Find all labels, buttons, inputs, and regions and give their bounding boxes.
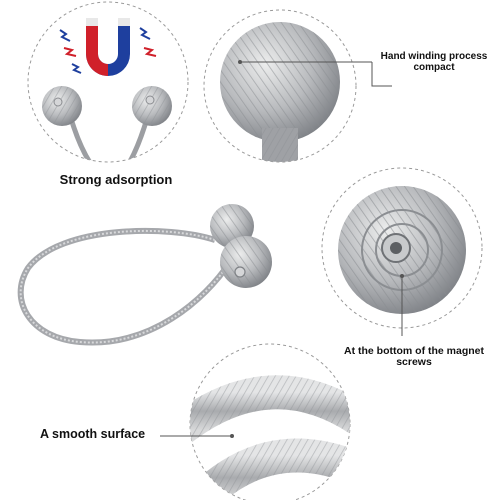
strong-adsorption-label: Strong adsorption (59, 172, 173, 187)
magnet-screw-label-line1: At the bottom of the magnet (344, 345, 484, 357)
strong-adsorption-panel (27, 1, 189, 163)
tieback-ball-front (220, 236, 272, 288)
lightning-zigzag-icon (59, 27, 157, 74)
hand-winding-label: Hand winding process compact (372, 51, 496, 73)
magnet-screw-label: At the bottom of the magnet screws (332, 345, 496, 369)
magnet-ball-right (132, 86, 172, 126)
curtain-tieback-product (17, 204, 272, 346)
dashed-circle-frame (27, 1, 189, 163)
smooth-surface-label: A smooth surface (40, 427, 146, 441)
magnet-ball-left (42, 86, 82, 126)
hand-winding-label-line2: compact (413, 61, 455, 73)
hand-winding-label-line1: Hand winding process (380, 51, 488, 62)
hand-winding-panel (203, 9, 357, 163)
magnet-screw-label-line2: screws (396, 356, 432, 369)
u-magnet-icon (86, 18, 130, 76)
magnet-screw-panel (321, 167, 483, 329)
